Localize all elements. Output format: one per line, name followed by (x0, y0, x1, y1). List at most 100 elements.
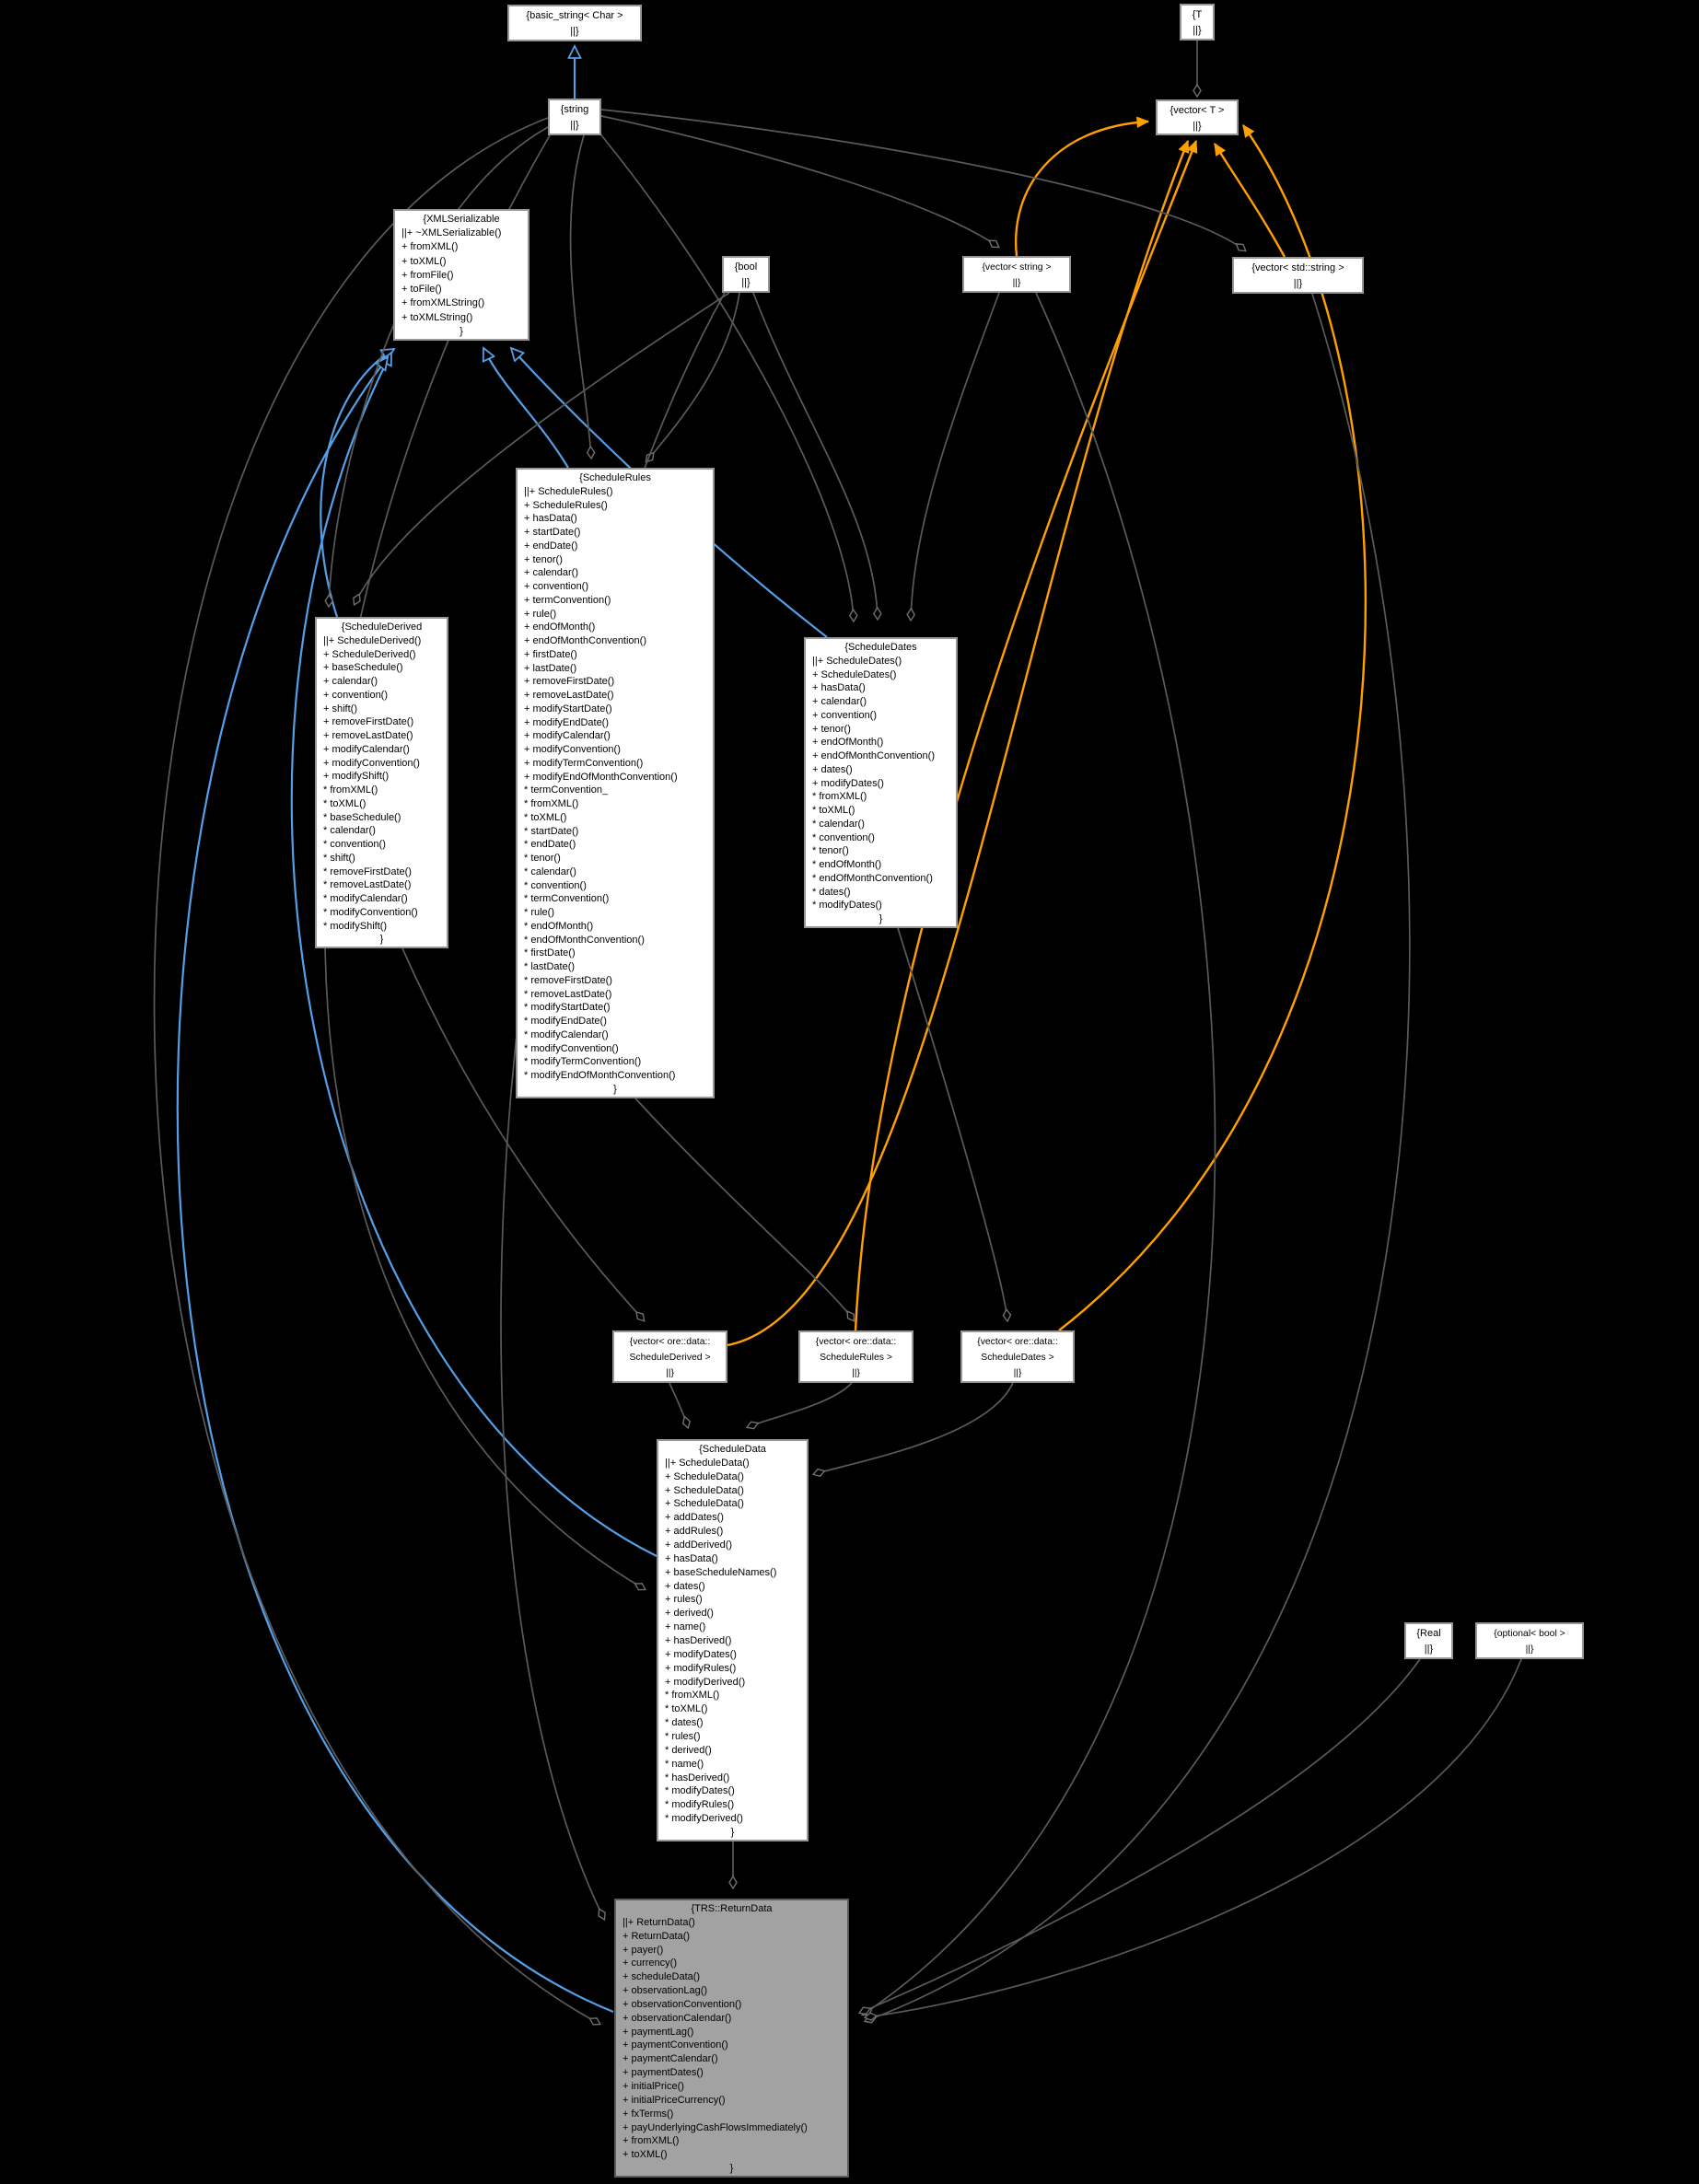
node-vector_string[interactable]: {vector< string >||} (962, 256, 1071, 293)
node-member: + endOfMonthConvention() (524, 635, 646, 646)
node-bool[interactable]: {bool||} (722, 256, 770, 293)
node-member: + calendar() (524, 567, 579, 579)
node-member: ||} (852, 1368, 860, 1378)
node-ScheduleRules[interactable]: {ScheduleRules||+ ScheduleRules()+ Sched… (516, 468, 715, 1098)
node-member: + modifyConvention() (524, 744, 621, 755)
node-member: + ScheduleDerived() (323, 648, 416, 660)
node-member: + fromXMLString() (401, 297, 485, 309)
node-member: + rules() (665, 1594, 703, 1606)
node-member: + paymentLag() (623, 2026, 694, 2038)
node-member: + toFile() (401, 284, 442, 296)
node-member: + endOfMonthConvention() (812, 750, 935, 761)
node-member: + payUnderlyingCashFlowsImmediately() (623, 2121, 808, 2133)
node-member: * removeLastDate() (524, 988, 612, 1000)
edge-bool-to-schedulederived (355, 292, 730, 604)
node-member: + ScheduleData() (665, 1484, 744, 1496)
node-ScheduleDates[interactable]: {ScheduleDates||+ ScheduleDates()+ Sched… (804, 637, 958, 928)
edge-vector_std_string-to-returndata (866, 293, 1411, 2021)
node-title: {T (1192, 9, 1203, 20)
node-member: * fromXML() (323, 784, 378, 796)
node-ReturnData[interactable]: {TRS::ReturnData||+ ReturnData()+ Return… (614, 1899, 849, 2178)
edge-string-to-vector_string (600, 115, 998, 247)
node-member: + toXML() (401, 255, 447, 267)
node-member: * firstDate() (524, 947, 576, 959)
node-member: * dates() (812, 886, 851, 898)
node-title: {vector< ore::data:: (977, 1337, 1058, 1347)
node-member: * endOfMonthConvention() (524, 934, 645, 946)
node-vec_derived[interactable]: {vector< ore::data::ScheduleDerived >||} (612, 1330, 727, 1383)
node-member: + hasDerived() (665, 1635, 732, 1647)
node-member: + addRules() (665, 1526, 724, 1538)
node-member: + ScheduleData() (665, 1498, 744, 1510)
node-title: {ScheduleDerived (341, 622, 423, 633)
edge-vec_dates-to-scheduledata (814, 1382, 1014, 1474)
edge-vector_string-to-returndata (863, 292, 1216, 2015)
node-member: + modifyEndDate() (524, 716, 610, 728)
node-member: + fxTerms() (623, 2108, 674, 2120)
node-member: + convention() (323, 689, 389, 701)
node-member: ||} (1013, 1368, 1022, 1378)
node-member: + ScheduleData() (665, 1470, 744, 1482)
node-member: ScheduleRules > (820, 1353, 892, 1363)
edge-schedulerules-to-xmlserializable (483, 348, 569, 469)
node-basic_string[interactable]: {basic_string< Char >||} (507, 5, 642, 41)
node-member: + name() (665, 1621, 706, 1633)
node-member: + dates() (812, 763, 853, 775)
node-member: * convention() (524, 879, 587, 891)
node-member: * hasDerived() (665, 1772, 730, 1783)
node-member: + observationCalendar() (623, 2012, 732, 2024)
node-T[interactable]: {T||} (1180, 4, 1215, 41)
node-member: * toXML() (524, 811, 567, 823)
node-member: + dates() (665, 1580, 705, 1592)
edge-vector_string-to-vector_T (1014, 116, 1150, 257)
node-member: * lastDate() (524, 961, 576, 972)
node-member: + observationConvention() (623, 1998, 742, 2010)
node-member: * endOfMonthConvention() (812, 872, 933, 884)
node-member: * modifyStartDate() (524, 1002, 611, 1014)
node-member: * tenor() (812, 845, 849, 857)
node-title: {vector< string > (982, 262, 1052, 273)
node-member: * removeLastDate() (323, 879, 412, 891)
node-title: {vector< ore::data:: (629, 1337, 711, 1347)
node-ScheduleData[interactable]: {ScheduleData||+ ScheduleData()+ Schedul… (657, 1439, 809, 1841)
node-member: + hasData() (524, 513, 577, 525)
node-member: * derived() (665, 1744, 712, 1756)
node-member: + ScheduleRules() (524, 499, 608, 511)
node-vec_dates[interactable]: {vector< ore::data::ScheduleDates >||} (960, 1330, 1075, 1383)
node-member: + modifyCalendar() (323, 743, 410, 755)
node-XMLSerializable[interactable]: {XMLSerializable||+ ~XMLSerializable()+ … (393, 209, 529, 341)
node-vector_T[interactable]: {vector< T >||} (1156, 99, 1239, 135)
node-member: * fromXML() (665, 1690, 720, 1702)
node-member: + calendar() (812, 696, 867, 707)
node-member: * rule() (524, 907, 555, 918)
edge-schedulederived-to-vec_derived (401, 947, 644, 1320)
node-member: * modifyCalendar() (323, 893, 408, 904)
node-ScheduleDerived[interactable]: {ScheduleDerived||+ ScheduleDerived()+ S… (315, 617, 448, 948)
node-optional_bool[interactable]: {optional< bool >||} (1475, 1622, 1584, 1659)
edge-vec_rules-to-scheduledata (748, 1382, 853, 1427)
node-member: * dates() (665, 1717, 704, 1729)
node-member: * endOfMonth() (524, 920, 594, 932)
edge-string-to-returndata (153, 117, 599, 2024)
node-member: * modifyTermConvention() (524, 1056, 642, 1068)
node-member: ||+ ScheduleDates() (812, 655, 902, 667)
node-member: ScheduleDates > (981, 1353, 1054, 1363)
node-member: + ReturnData() (623, 1930, 691, 1942)
node-member: * modifyEndDate() (524, 1016, 607, 1027)
node-member: + fromXML() (623, 2135, 680, 2147)
node-title: {ScheduleData (699, 1444, 766, 1455)
node-title: {string (560, 104, 589, 115)
node-title: {Real (1416, 1628, 1441, 1639)
node-member: ||} (570, 26, 579, 37)
node-member: + shift() (323, 703, 357, 714)
node-Real[interactable]: {Real||} (1404, 1622, 1453, 1659)
node-member: ||} (1525, 1644, 1534, 1655)
node-member: } (879, 913, 883, 924)
node-string[interactable]: {string||} (548, 99, 601, 135)
node-member: * toXML() (665, 1703, 708, 1715)
node-vector_std_string[interactable]: {vector< std::string >||} (1232, 257, 1364, 294)
node-vec_rules[interactable]: {vector< ore::data::ScheduleRules >||} (798, 1330, 914, 1383)
edge-bool-to-scheduledates (752, 292, 878, 619)
